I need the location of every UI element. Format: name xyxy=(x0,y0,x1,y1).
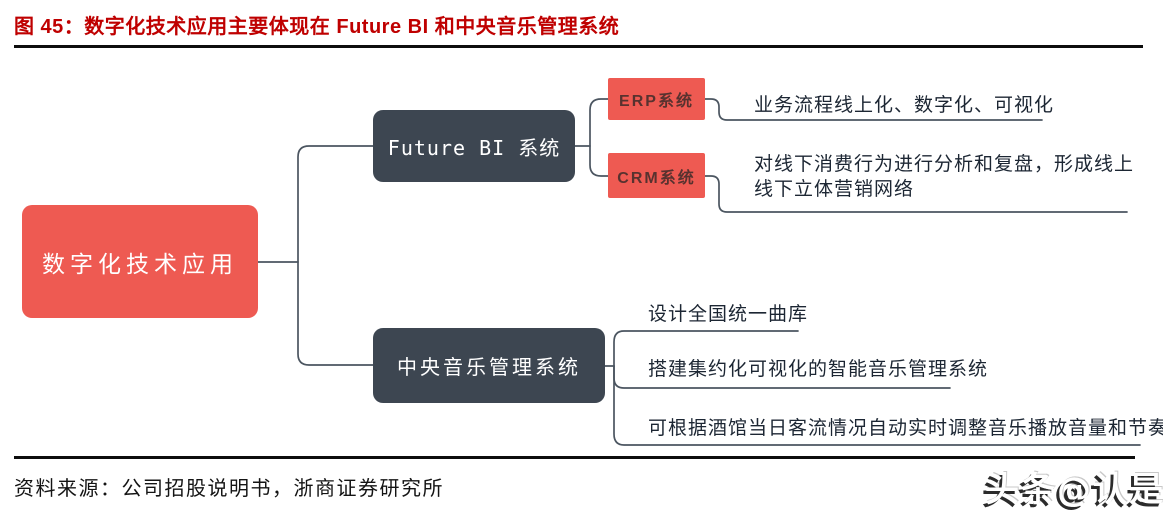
figure-title: 图 45：数字化技术应用主要体现在 Future BI 和中央音乐管理系统 xyxy=(14,16,620,38)
node-central-music-system: 中央音乐管理系统 xyxy=(373,328,605,403)
crm-description-line-1: 对线下消费行为进行分析和复盘，形成线上 xyxy=(754,153,1135,175)
source-note: 资料来源：公司招股说明书，浙商证券研究所 xyxy=(14,476,444,500)
crm-description: 对线下消费行为进行分析和复盘，形成线上 线下立体营销网络 xyxy=(754,152,1134,202)
node-crm-system: CRM系统 xyxy=(608,153,705,198)
music-branch-2-text: 搭建集约化可视化的智能音乐管理系统 xyxy=(648,358,989,380)
futurebi-bracket-line xyxy=(589,98,609,177)
root-bracket-line xyxy=(297,145,374,366)
toutiao-watermark: 头条@认是 xyxy=(985,470,1163,510)
title-divider xyxy=(14,45,1143,48)
music-branch-3-text: 可根据酒馆当日客流情况自动实时调整音乐播放音量和节奏 xyxy=(648,417,1163,439)
music-branch-1-text: 设计全国统一曲库 xyxy=(648,303,809,325)
node-future-bi-system: Future BI 系统 xyxy=(373,110,575,182)
root-node-digital-technology: 数字化技术应用 xyxy=(22,205,258,318)
crm-description-line-2: 线下立体营销网络 xyxy=(754,178,915,200)
erp-description: 业务流程线上化、数字化、可视化 xyxy=(754,94,1055,116)
node-erp-system: ERP系统 xyxy=(608,78,705,120)
footer-divider xyxy=(14,456,1135,459)
